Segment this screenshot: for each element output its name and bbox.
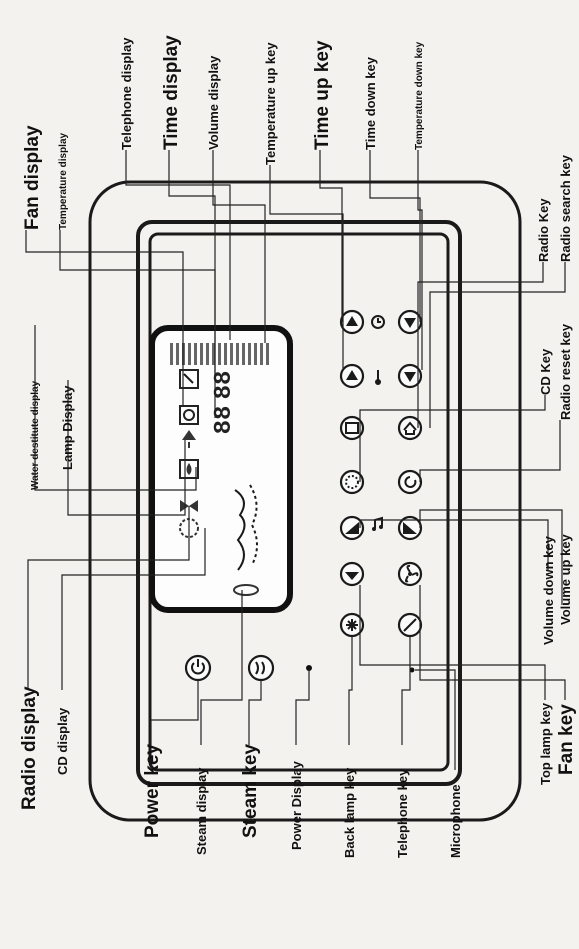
label-cd-display: CD display bbox=[55, 707, 70, 775]
steam-display-icon bbox=[233, 484, 259, 596]
telephone-display-icon bbox=[179, 369, 199, 389]
panel-outer-frame bbox=[88, 180, 522, 822]
label-fan-display: Fan display bbox=[22, 125, 43, 230]
label-volume-display: Volume display bbox=[206, 55, 221, 150]
power-key[interactable] bbox=[184, 654, 212, 682]
label-radio-display: Radio display bbox=[19, 686, 40, 810]
label-microphone: Microphone bbox=[448, 784, 463, 858]
thermometer-icon bbox=[375, 370, 381, 385]
label-steam-key: Steam key bbox=[240, 744, 261, 838]
volume-display-bars bbox=[170, 343, 269, 365]
leader-lines bbox=[25, 150, 566, 770]
label-time-down-key: Time down key bbox=[363, 56, 378, 150]
label-radio-reset-key: Radio reset key bbox=[558, 323, 573, 420]
time-down-key[interactable] bbox=[397, 309, 423, 335]
label-temperature-display: Temperature display bbox=[58, 132, 69, 230]
label-back-lamp-key: Back lamp key bbox=[342, 767, 357, 858]
music-note-icon bbox=[372, 516, 383, 531]
label-power-display: Power Display bbox=[289, 760, 304, 850]
lamp-display-icon bbox=[182, 430, 196, 448]
label-time-display: Time display bbox=[161, 35, 182, 150]
label-radio-search-key: Radio search key bbox=[558, 154, 573, 262]
radio-reset-key[interactable] bbox=[397, 469, 423, 495]
label-time-up-key: Time up key bbox=[312, 40, 333, 150]
label-temperature-down-key: Temperature down key bbox=[414, 41, 425, 150]
steam-key[interactable] bbox=[247, 654, 275, 682]
radio-key[interactable] bbox=[339, 415, 365, 441]
label-power-key: Power key bbox=[142, 744, 163, 838]
label-volume-down-key: Volume down key bbox=[541, 535, 556, 645]
power-display-led bbox=[306, 665, 312, 671]
volume-down-key[interactable] bbox=[339, 515, 365, 541]
label-telephone-key: Telephone key bbox=[395, 768, 410, 858]
temperature-up-key[interactable] bbox=[339, 363, 365, 389]
microphone-hole bbox=[409, 667, 415, 673]
label-steam-display: Steam display bbox=[194, 767, 209, 855]
label-volume-up-key: Volume up key bbox=[558, 533, 573, 625]
volume-up-key[interactable] bbox=[397, 515, 423, 541]
panel-mid-frame bbox=[136, 220, 462, 786]
label-telephone-display: Telephone display bbox=[119, 37, 134, 150]
time-up-key[interactable] bbox=[339, 309, 365, 335]
fan-display-icon bbox=[179, 405, 199, 425]
water-destitute-display-icon bbox=[179, 459, 199, 479]
label-radio-key: Radio Key bbox=[536, 198, 551, 262]
top-lamp-key[interactable] bbox=[339, 561, 365, 587]
temperature-down-key[interactable] bbox=[397, 363, 423, 389]
label-fan-key: Fan key bbox=[556, 704, 577, 775]
clock-icon bbox=[371, 315, 385, 329]
label-top-lamp-key: Top lamp key bbox=[538, 702, 553, 785]
label-lamp-display: Lamp Display bbox=[60, 385, 75, 470]
label-water-destitute-display: Water destitute display bbox=[30, 380, 41, 490]
label-cd-key: CD Key bbox=[538, 348, 553, 395]
radio-search-key[interactable] bbox=[397, 415, 423, 441]
fan-key[interactable] bbox=[397, 561, 423, 587]
telephone-key[interactable] bbox=[397, 612, 423, 638]
lcd-screen: 88 88 bbox=[149, 325, 293, 613]
label-temperature-up-key: Temperature up key bbox=[263, 42, 278, 165]
cd-key[interactable] bbox=[339, 469, 365, 495]
